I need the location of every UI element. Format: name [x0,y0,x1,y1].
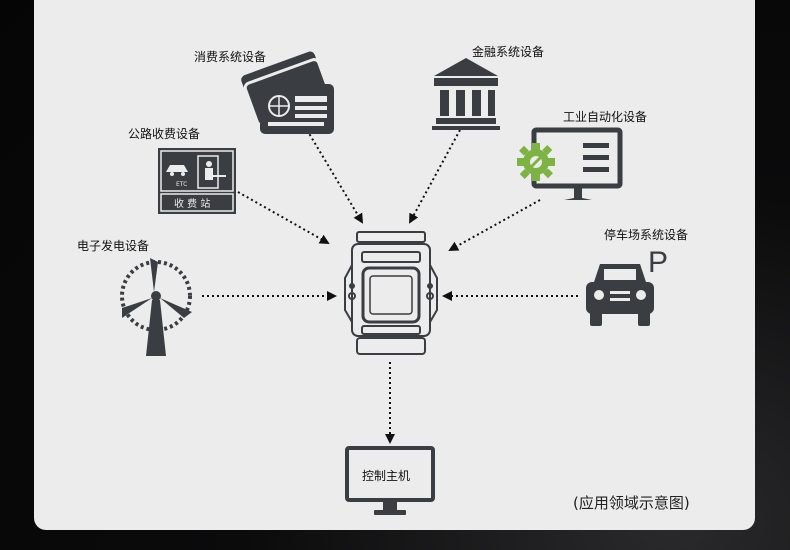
parking-car-icon [586,264,654,326]
label-power: 电子发电设备 [77,239,150,253]
arrow-consumer-to-module [306,129,364,224]
control-host-monitor-icon [345,446,435,515]
wind-turbine-icon [120,258,192,356]
control-host-label: 控制主机 [362,469,410,483]
connector-arrows [202,129,578,444]
parking-letter: P [648,246,668,279]
bank-icon [432,58,500,130]
toll-sign-station-text: 收 费 站 [174,197,210,210]
label-finance: 金融系统设备 [472,45,545,59]
gear-icon [517,143,555,181]
label-highway: 公路收费设备 [128,127,201,141]
diagram-caption: (应用领域示意图) [573,494,690,512]
label-industrial: 工业自动化设备 [563,110,648,124]
toll-station-sign-icon [158,148,236,214]
payment-card-icon [241,51,335,134]
label-consumer: 消费系统设备 [194,50,267,64]
arrow-industrial-to-module [448,199,541,251]
arrow-finance-to-module [409,129,461,224]
toll-sign-etc-text: ETC [176,181,187,188]
io-module-icon [344,231,438,355]
arrow-highway-to-module [237,191,330,244]
label-parking: 停车场系统设备 [604,228,689,242]
